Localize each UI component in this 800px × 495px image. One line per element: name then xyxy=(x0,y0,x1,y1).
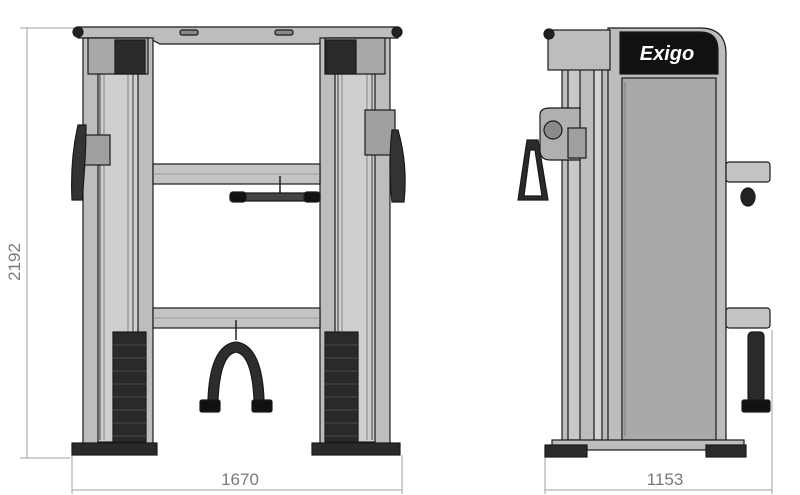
side-depth-dimension-label: 1153 xyxy=(647,470,684,489)
side-lower-rear-arm xyxy=(725,307,771,329)
left-stirrup-handle xyxy=(71,124,87,201)
side-view: Exigo xyxy=(517,27,771,458)
right-base-foot xyxy=(311,442,401,456)
side-rope-attachment xyxy=(747,331,765,403)
side-upper-rear-knob xyxy=(740,187,756,207)
brand-logo-text: Exigo xyxy=(640,43,694,65)
top-beam-end-right xyxy=(391,26,403,38)
pullup-grip-1 xyxy=(179,29,199,36)
left-base-foot xyxy=(71,442,158,456)
left-weight-stack xyxy=(112,331,147,443)
side-top-end-cap xyxy=(543,28,555,40)
height-dimension xyxy=(20,27,80,459)
left-top-weight-cap xyxy=(114,39,146,75)
front-view xyxy=(71,26,406,456)
pullup-grip-2 xyxy=(274,29,294,36)
rope-handle-attachment xyxy=(207,341,265,401)
right-top-weight-cap xyxy=(325,39,357,75)
side-top-bracket xyxy=(547,29,611,71)
brand-logo-plate xyxy=(619,31,719,75)
side-depth-dimension xyxy=(544,330,773,494)
front-width-dimension-label: 1670 xyxy=(221,470,259,489)
side-base-foot-rear xyxy=(705,444,747,458)
top-beam-end-left xyxy=(72,26,84,38)
height-dimension-label: 2192 xyxy=(5,243,24,281)
right-stirrup-handle xyxy=(389,129,406,203)
right-weight-stack xyxy=(324,331,359,443)
side-stirrup-handle xyxy=(517,139,549,201)
side-base-foot-front xyxy=(544,444,588,458)
side-shroud-panel xyxy=(621,77,717,441)
side-upper-rear-arm xyxy=(725,161,771,183)
front-width-dimension xyxy=(71,455,403,494)
